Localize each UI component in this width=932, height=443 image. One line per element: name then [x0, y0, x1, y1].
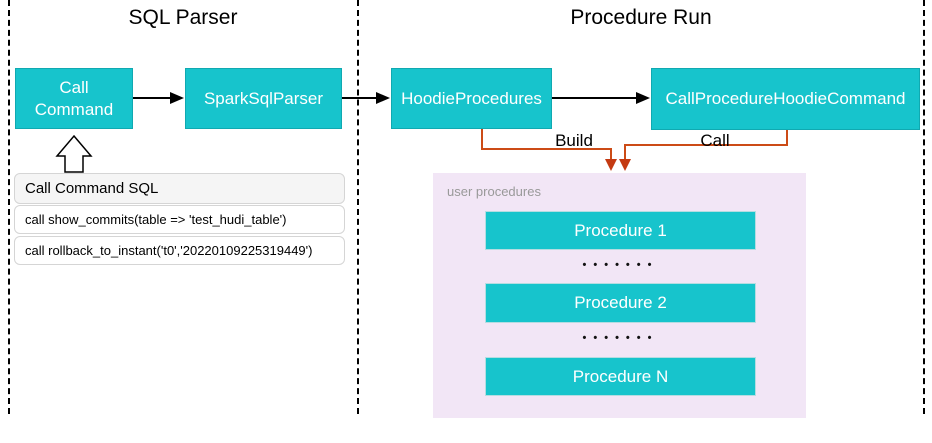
build-connector: [481, 129, 617, 171]
node-callprocedurehoodiecommand: CallProcedureHoodieCommand: [651, 68, 920, 130]
sql-example-row: call rollback_to_instant('t0','202201092…: [14, 236, 345, 265]
flow-arrow-callcommand-to-sparksqlparser: [133, 92, 184, 104]
dashed-border-right: [923, 0, 925, 414]
node-call-command: Call Command: [15, 68, 133, 129]
ellipsis-dots: •••••••: [582, 332, 659, 344]
section-title-procedure-run: Procedure Run: [570, 6, 712, 29]
call-command-sql-panel: Call Command SQL call show_commits(table…: [14, 173, 345, 267]
node-hoodieprocedures: HoodieProcedures: [391, 68, 552, 129]
dashed-border-left: [8, 0, 10, 414]
user-procedures-label: user procedures: [447, 184, 541, 199]
section-title-sql-parser: SQL Parser: [128, 6, 238, 29]
procedure-bar: Procedure N: [485, 357, 756, 396]
sql-panel-header: Call Command SQL: [14, 173, 345, 204]
sql-example-row: call show_commits(table => 'test_hudi_ta…: [14, 205, 345, 234]
dashed-border-middle: [357, 0, 359, 414]
flow-arrow-sparksqlparser-to-hoodieprocedures: [342, 92, 390, 104]
node-sparksqlparser: SparkSqlParser: [185, 68, 342, 129]
procedure-bar: Procedure 2: [485, 283, 756, 323]
flow-arrow-hoodieprocedures-to-callprocedurehoodiecommand: [552, 92, 650, 104]
procedure-bar: Procedure 1: [485, 211, 756, 250]
edge-label-build: Build: [555, 131, 593, 150]
ellipsis-dots: •••••••: [582, 259, 659, 271]
user-procedures-container: user procedures Procedure 1 ••••••• Proc…: [433, 173, 806, 418]
edge-label-call: Call: [700, 131, 730, 150]
hollow-up-arrow-icon: [55, 134, 93, 173]
